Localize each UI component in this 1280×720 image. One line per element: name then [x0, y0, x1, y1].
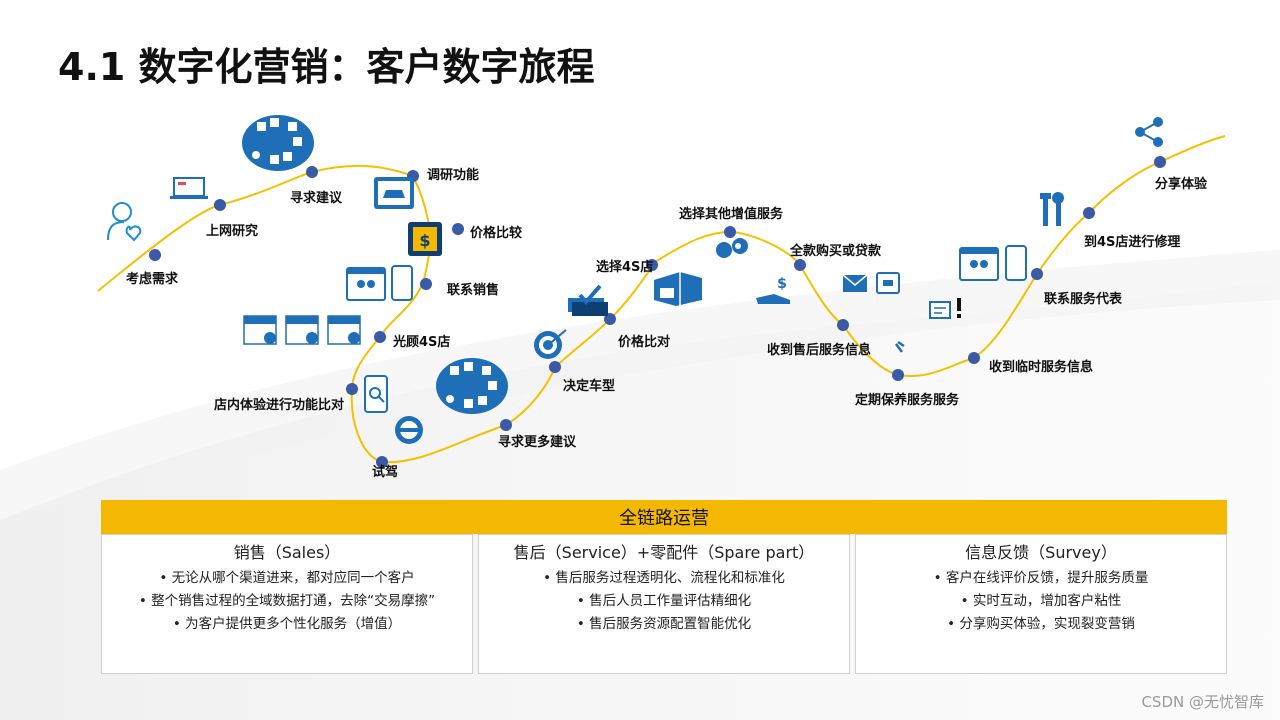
operations-panel: 全链路运营 销售（Sales） 无论从哪个渠道进来，都对应同一个客户 整个销售过… [101, 500, 1227, 674]
social-media-circle-icon-2 [436, 358, 508, 414]
node-dot-8 [346, 383, 358, 395]
heart-person-icon [107, 202, 142, 242]
node-dot-1 [149, 249, 161, 261]
node-label-17: 定期保养服务服务 [855, 393, 960, 408]
node-dot-10 [500, 419, 512, 431]
node-dot-7 [374, 331, 386, 343]
column-sales: 销售（Sales） 无论从哪个渠道进来，都对应同一个客户 整个销售过程的全域数据… [101, 534, 473, 674]
node-label-19: 联系服务代表 [1044, 292, 1123, 307]
list-item: 为客户提供更多个性化服务（增值） [102, 613, 472, 636]
node-label-4: 调研功能 [427, 168, 480, 183]
node-dot-2 [214, 199, 226, 211]
panel-header: 全链路运营 [101, 500, 1227, 534]
node-dot-11 [549, 361, 561, 373]
node-label-2: 上网研究 [206, 224, 259, 239]
node-dot-13 [646, 259, 658, 271]
column-service: 售后（Service）+零配件（Spare part） 售后服务过程透明化、流程… [478, 534, 850, 674]
wrench-icon [895, 340, 905, 353]
node-label-20: 到4S店进行修理 [1084, 235, 1181, 250]
node-label-10: 寻求更多建议 [498, 435, 577, 450]
steering-wheel-icon [395, 416, 423, 444]
node-dot-21 [1154, 156, 1166, 168]
mail-message-icon [842, 272, 900, 294]
node-label-9: 试驾 [372, 465, 399, 480]
contact-devices-icon-2 [959, 245, 1027, 281]
node-label-11: 决定车型 [563, 379, 616, 394]
node-dot-17 [892, 369, 904, 381]
journey-diagram: $ [97, 115, 1226, 468]
hand-money-icon: $ [756, 276, 790, 304]
node-dot-5 [452, 223, 464, 235]
node-dot-18 [968, 352, 980, 364]
4s-stores-icon [243, 315, 361, 345]
node-dot-14 [724, 226, 736, 238]
node-label-5: 价格比较 [470, 226, 523, 241]
column-survey: 信息反馈（Survey） 客户在线评价反馈，提升服务质量 实时互动，增加客户粘性… [855, 534, 1227, 674]
node-label-7: 光顾4S店 [393, 335, 451, 350]
car-screen-icon [374, 177, 414, 209]
target-icon [534, 329, 567, 359]
list-item: 实时互动，增加客户粘性 [856, 590, 1226, 613]
node-dot-6 [420, 278, 432, 290]
notification-icon [929, 298, 961, 319]
node-label-6: 联系销售 [447, 283, 500, 298]
node-dot-16 [837, 319, 849, 331]
list-item: 整个销售过程的全域数据打通，去除“交易摩擦” [102, 590, 472, 613]
node-label-14: 选择其他增值服务 [679, 207, 784, 222]
arrow-decoration-icon [1184, 649, 1222, 661]
svg-text:$: $ [777, 276, 787, 292]
node-dot-19 [1031, 268, 1043, 280]
node-label-1: 考虑需求 [126, 272, 179, 287]
node-label-15: 全款购买或贷款 [790, 244, 882, 259]
list-item: 分享购买体验，实现裂变营销 [856, 613, 1226, 636]
list-item: 售后服务资源配置智能优化 [479, 613, 849, 636]
node-dot-9 [376, 456, 388, 468]
node-label-3: 寻求建议 [290, 191, 343, 206]
node-dot-3 [306, 166, 318, 178]
social-media-circle-icon [242, 115, 314, 171]
list-item: 售后人员工作量评估精细化 [479, 590, 849, 613]
watermark: CSDN @无忧智库 [1141, 693, 1264, 711]
node-label-18: 收到临时服务信息 [989, 360, 1094, 375]
node-label-8: 店内体验进行功能比对 [214, 398, 345, 413]
node-label-13: 选择4S店 [596, 260, 654, 275]
list-item: 售后服务过程透明化、流程化和标准化 [479, 567, 849, 590]
page-title: 4.1 数字化营销：客户数字旅程 [58, 45, 595, 89]
node-dot-15 [794, 259, 806, 271]
node-label-12: 价格比对 [618, 335, 671, 350]
phone-search-icon [364, 375, 388, 413]
price-tablet-icon: $ [408, 222, 442, 256]
money-check-icon [568, 284, 608, 316]
list-item: 客户在线评价反馈，提升服务质量 [856, 567, 1226, 590]
share-icon [1135, 117, 1163, 147]
laptop-icon [170, 177, 208, 199]
column-title-sales: 销售（Sales） [233, 543, 341, 562]
parts-gear-icon [716, 238, 748, 258]
store-building-icon [654, 272, 702, 306]
svg-text:$: $ [419, 231, 430, 250]
tools-icon [1040, 192, 1064, 226]
column-title-service: 售后（Service）+零配件（Spare part） [513, 543, 815, 562]
column-title-survey: 信息反馈（Survey） [965, 543, 1117, 562]
contact-devices-icon [346, 265, 413, 301]
node-label-16: 收到售后服务信息 [767, 343, 872, 358]
node-label-21: 分享体验 [1155, 177, 1208, 192]
list-item: 无论从哪个渠道进来，都对应同一个客户 [102, 567, 472, 590]
node-dot-20 [1083, 207, 1095, 219]
